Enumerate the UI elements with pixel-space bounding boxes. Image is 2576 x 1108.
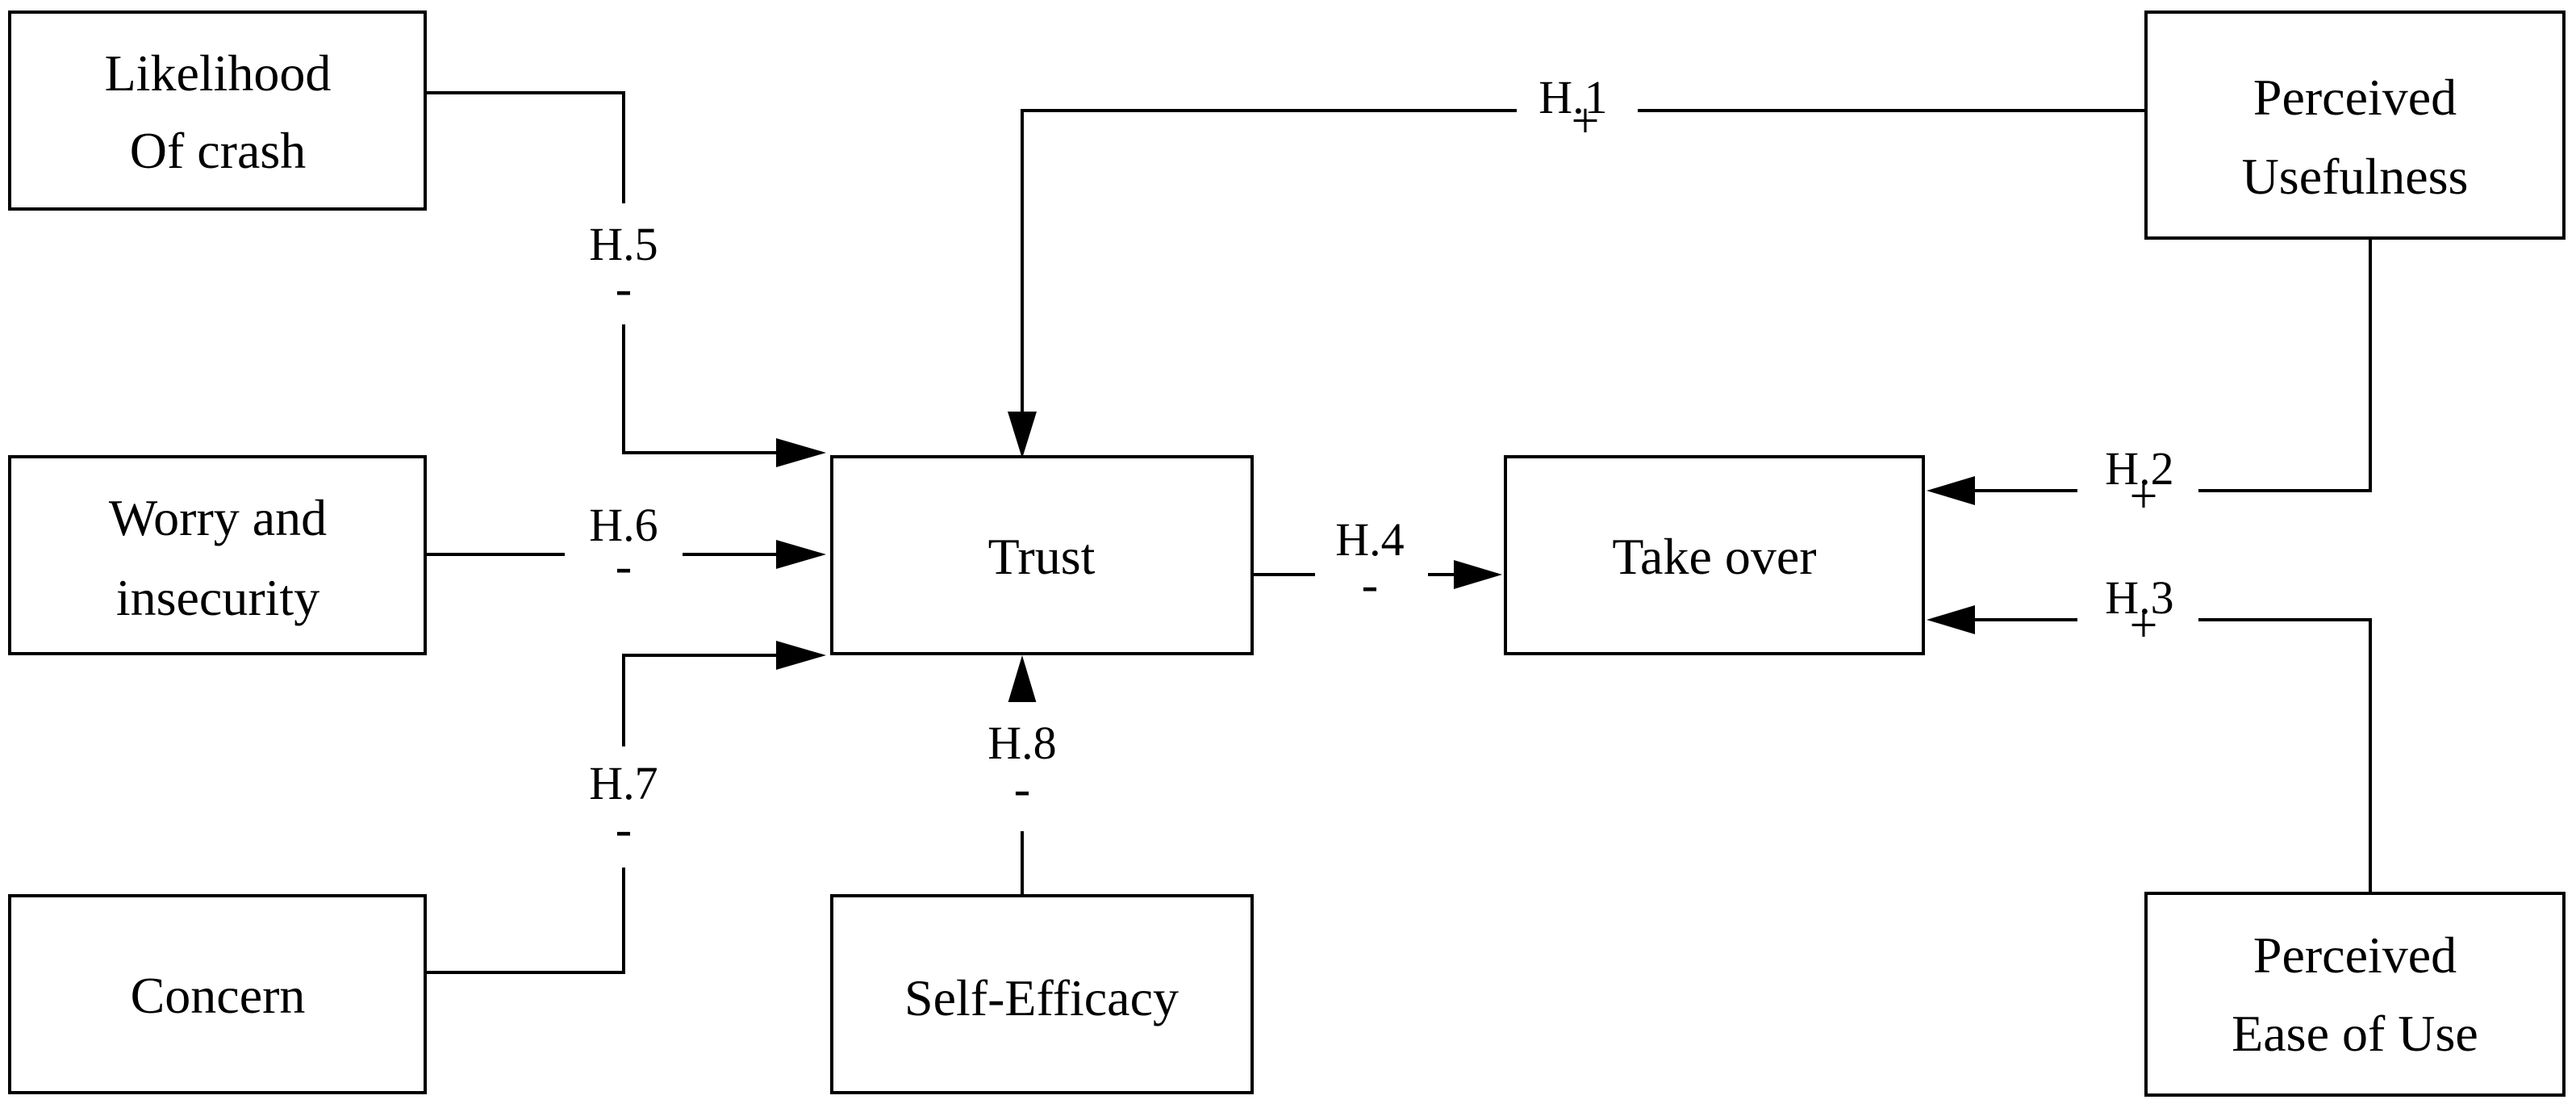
node-likelihood-line-2: Of crash	[130, 122, 307, 179]
hypothesis-h1-sign: +	[1572, 94, 1600, 148]
node-perceived-usefulness: Perceived Usefulness	[2144, 10, 2566, 240]
node-perceived-usefulness-line-1: Perceived	[2253, 69, 2457, 126]
hypothesis-h6-label: H.6	[589, 499, 658, 551]
hypothesis-labels: H.1 + H.2 + H.3 + H.4 - H.5 - H.6 - H.7 …	[565, 65, 2198, 868]
arrowhead-h7	[776, 641, 826, 670]
hypothesis-h8-sign: -	[1014, 762, 1031, 817]
arrowhead-h2	[1927, 476, 1975, 505]
connector-h1	[1021, 109, 2146, 420]
node-concern-line-1: Concern	[131, 967, 306, 1024]
arrowhead-h4	[1454, 560, 1502, 589]
connector-h3	[1969, 618, 2372, 893]
arrowhead-h3	[1927, 605, 1975, 634]
node-self-efficacy: Self-Efficacy	[830, 894, 1254, 1094]
hypothesis-h4-sign: -	[1362, 558, 1379, 613]
hypothesis-h7-sign: -	[616, 802, 633, 857]
node-take-over-line-1: Take over	[1612, 528, 1816, 585]
node-trust-line-1: Trust	[988, 528, 1096, 585]
arrowhead-h6	[776, 540, 826, 569]
node-perceived-ease-line-1: Perceived	[2253, 926, 2457, 984]
arrowhead-h1	[1008, 412, 1037, 458]
node-worry-line-1: Worry and	[109, 489, 327, 546]
node-worry-line-2: insecurity	[116, 569, 319, 626]
hypothesis-h6-sign: -	[616, 539, 633, 594]
node-worry-and-insecurity: Worry and insecurity	[8, 455, 427, 655]
node-perceived-ease-of-use: Perceived Ease of Use	[2144, 892, 2566, 1097]
hypothesis-h3-label: H.3	[2105, 571, 2173, 624]
hypothesis-h5-sign: -	[616, 261, 633, 316]
node-take-over: Take over	[1504, 455, 1925, 655]
hypothesis-h8-label: H.8	[987, 717, 1056, 769]
hypothesis-h7-label: H.7	[589, 757, 658, 809]
node-perceived-ease-line-2: Ease of Use	[2232, 1005, 2478, 1062]
hypothesis-h5-label: H.5	[589, 218, 658, 270]
hypothesis-h2-sign: +	[2130, 469, 2158, 524]
node-likelihood-of-crash: Likelihood Of crash	[8, 10, 427, 211]
hypothesis-h4-label: H.4	[1335, 513, 1404, 566]
hypothesis-h1-label: H.1	[1539, 71, 1607, 123]
hypothesis-h2-label: H.2	[2105, 442, 2173, 495]
node-perceived-usefulness-line-2: Usefulness	[2242, 148, 2469, 205]
node-self-efficacy-line-1: Self-Efficacy	[904, 969, 1179, 1026]
arrowhead-h8	[1008, 655, 1037, 704]
arrowhead-h5	[776, 438, 826, 467]
node-trust: Trust	[830, 455, 1254, 655]
node-likelihood-line-1: Likelihood	[105, 44, 332, 102]
hypothesis-h3-sign: +	[2130, 598, 2158, 653]
node-concern: Concern	[8, 894, 427, 1094]
